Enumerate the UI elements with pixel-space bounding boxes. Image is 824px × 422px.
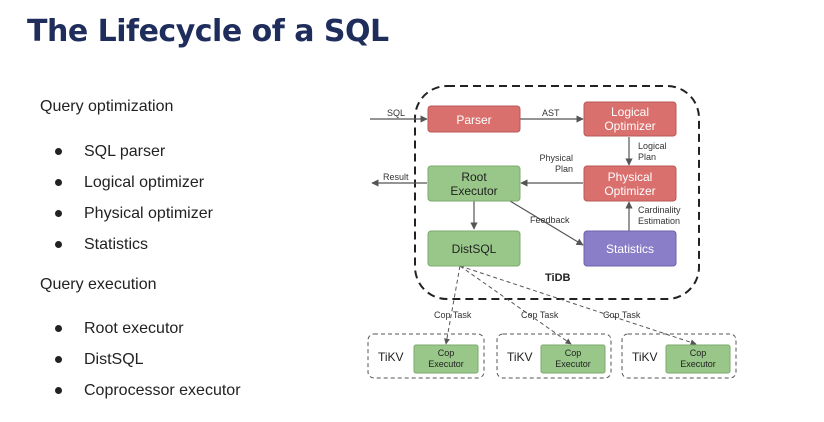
tikv-node: TiKV Cop Executor	[367, 333, 485, 379]
root-executor-label-1: Root	[461, 170, 487, 184]
root-executor-box	[427, 165, 521, 202]
list-item: Logical optimizer	[55, 167, 213, 198]
cop-executor-box	[540, 344, 606, 374]
list-item-text: SQL parser	[84, 143, 166, 160]
logical-optimizer-label-1: Logical	[611, 105, 649, 119]
cop-task-edges	[444, 265, 697, 346]
edge-label-sql: SQL	[387, 108, 405, 118]
tidb-label: TiDB	[545, 272, 571, 284]
statistics-node: Statistics	[583, 230, 677, 267]
cop-executor-label-2: Executor	[428, 359, 464, 369]
list-item-text: Coprocessor executor	[84, 382, 241, 399]
list-item-text: Physical optimizer	[84, 205, 213, 222]
bullet-icon	[55, 210, 62, 217]
physical-optimizer-label-2: Optimizer	[604, 184, 655, 198]
edge-label-cardinality: Cardinality	[638, 205, 681, 215]
edge-label-ast: AST	[542, 108, 560, 118]
edges	[370, 115, 633, 246]
tikv-box	[496, 333, 612, 379]
root-executor-node: Root Executor	[427, 165, 521, 202]
query-optimization-list: SQL parser Logical optimizer Physical op…	[55, 136, 213, 260]
bullet-icon	[55, 325, 62, 332]
bullet-icon	[55, 148, 62, 155]
logical-optimizer-node: Logical Optimizer	[583, 101, 677, 137]
tikv-label: TiKV	[507, 350, 533, 364]
edge-label-estimation: Estimation	[638, 216, 680, 226]
edge-label-result: Result	[383, 172, 409, 182]
section-heading-query-optimization: Query optimization	[40, 98, 174, 115]
edge-label-logical-plan-1: Logical	[638, 141, 667, 151]
cop-task-arrow	[444, 265, 461, 345]
statistics-box	[583, 230, 677, 267]
list-item: DistSQL	[55, 344, 241, 375]
list-item-text: Logical optimizer	[84, 174, 205, 191]
list-item-text: DistSQL	[84, 351, 144, 368]
list-item: Statistics	[55, 229, 213, 260]
physical-optimizer-box	[583, 165, 677, 202]
list-item: SQL parser	[55, 136, 213, 167]
bullet-icon	[55, 241, 62, 248]
cop-executor-label-1: Cop	[690, 348, 707, 358]
tikv-box	[621, 333, 737, 379]
list-item: Physical optimizer	[55, 198, 213, 229]
tikv-node: TiKV Cop Executor	[496, 333, 612, 379]
logical-optimizer-label-2: Optimizer	[604, 119, 655, 133]
list-item: Root executor	[55, 313, 241, 344]
parser-label: Parser	[456, 113, 491, 127]
parser-node: Parser	[427, 105, 521, 133]
statistics-label: Statistics	[606, 242, 654, 256]
list-item-text: Root executor	[84, 320, 184, 337]
edge-label-logical-plan-2: Plan	[638, 152, 656, 162]
cop-executor-label-1: Cop	[565, 348, 582, 358]
bullet-icon	[55, 179, 62, 186]
feedback-arrow	[509, 200, 584, 246]
tikv-box	[367, 333, 485, 379]
distsql-node: DistSQL	[427, 230, 521, 267]
slide-title: The Lifecycle of a SQL	[27, 14, 389, 49]
logical-optimizer-box	[583, 101, 677, 137]
edge-label-cop-task-1: Cop Task	[434, 310, 472, 320]
cop-executor-label-1: Cop	[438, 348, 455, 358]
bullet-icon	[55, 387, 62, 394]
distsql-box	[427, 230, 521, 267]
edge-label-physical-plan-1: Physical	[539, 153, 573, 163]
distsql-label: DistSQL	[452, 242, 497, 256]
cop-executor-box	[665, 344, 731, 374]
query-execution-list: Root executor DistSQL Coprocessor execut…	[55, 313, 241, 406]
cop-executor-label-2: Executor	[680, 359, 716, 369]
cop-executor-box	[413, 344, 479, 374]
cop-task-arrow	[459, 265, 697, 346]
tikv-label: TiKV	[378, 350, 404, 364]
cop-task-arrow	[459, 265, 572, 345]
edge-label-cop-task-2: Cop Task	[521, 310, 559, 320]
edge-label-feedback: Feedback	[530, 215, 570, 225]
physical-optimizer-node: Physical Optimizer	[583, 165, 677, 202]
list-item: Coprocessor executor	[55, 375, 241, 406]
root-executor-label-2: Executor	[450, 184, 497, 198]
physical-optimizer-label-1: Physical	[608, 170, 653, 184]
list-item-text: Statistics	[84, 236, 149, 253]
tidb-container	[414, 85, 700, 300]
cop-executor-label-2: Executor	[555, 359, 591, 369]
edge-label-physical-plan-2: Plan	[555, 164, 573, 174]
parser-box	[427, 105, 521, 133]
tikv-label: TiKV	[632, 350, 658, 364]
edge-label-cop-task-3: Cop Task	[603, 310, 641, 320]
tikv-node: TiKV Cop Executor	[621, 333, 737, 379]
section-heading-query-execution: Query execution	[40, 276, 157, 293]
bullet-icon	[55, 356, 62, 363]
